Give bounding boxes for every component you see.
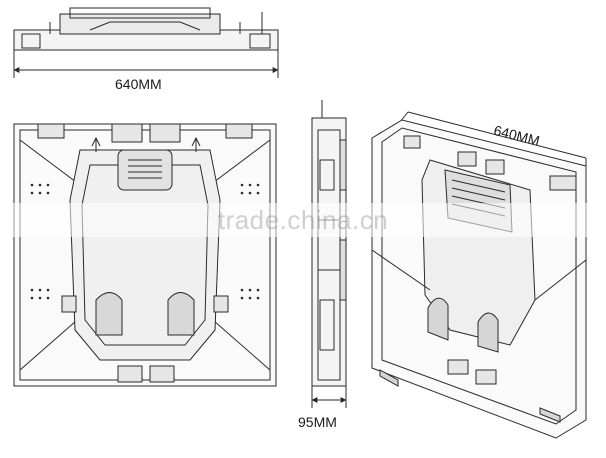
side-view	[311, 100, 347, 408]
isometric-view	[371, 111, 587, 439]
watermark-text: trade.china.cn	[217, 204, 389, 235]
watermark-overlay: trade.china.cn	[0, 203, 606, 237]
top-view	[13, 7, 279, 78]
depth-label: 95MM	[298, 414, 337, 430]
top-width-label: 640MM	[115, 76, 162, 92]
front-view	[13, 123, 277, 387]
